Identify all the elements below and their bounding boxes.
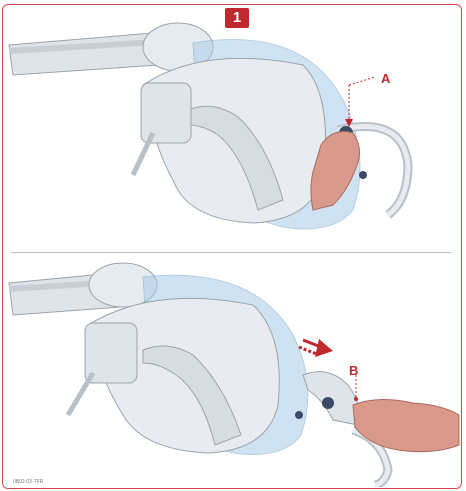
top-illustration: A <box>3 5 461 250</box>
callout-a-label: A <box>381 71 390 86</box>
dental-lamp-illustration-bottom <box>3 255 461 487</box>
callout-b-label: B <box>349 363 358 378</box>
instruction-figure: 1 <box>2 4 462 489</box>
dental-lamp-illustration-top <box>3 5 461 250</box>
panel-divider <box>11 252 451 253</box>
bottom-illustration: B <box>3 255 461 487</box>
arrow-right-icon <box>299 339 333 357</box>
figure-code: 0B02-03-TFR <box>13 479 43 485</box>
